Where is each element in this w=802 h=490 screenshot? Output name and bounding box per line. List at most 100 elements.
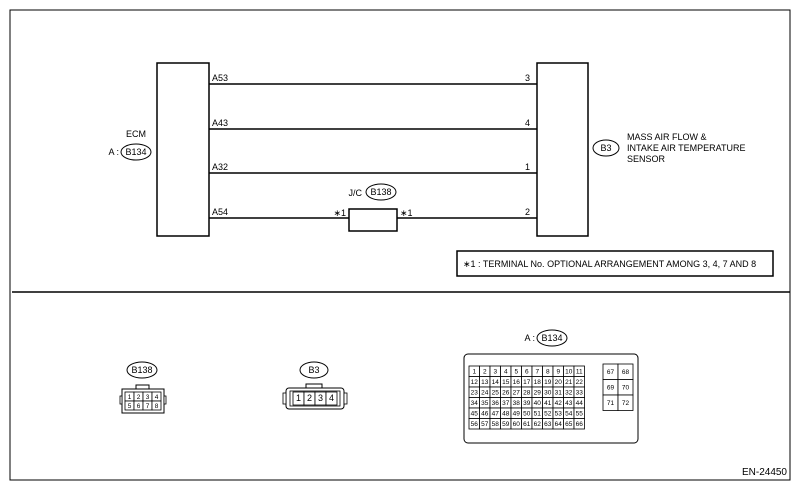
pin-number: 30	[544, 390, 552, 397]
ecm-terminal-label: A43	[212, 118, 228, 128]
pin-number: 25	[492, 390, 500, 397]
pin-number: 67	[607, 369, 615, 376]
connector-pin: 31	[552, 386, 564, 398]
pin-number: 57	[481, 421, 489, 428]
pin-number: 36	[492, 400, 500, 407]
pin-number: 55	[576, 411, 584, 418]
sensor-box	[536, 62, 589, 237]
pin-number: 43	[565, 400, 573, 407]
sensor-name-line-2: INTAKE AIR TEMPERATURE	[627, 143, 746, 153]
sensor-terminal-label: 3	[525, 73, 530, 83]
connector-pin: 14	[489, 376, 501, 388]
b134-label: B134	[541, 333, 562, 343]
pin-number: 8	[546, 369, 550, 376]
ecm-connector-oval	[120, 143, 152, 161]
b134-prefix: A :	[524, 333, 535, 343]
pin-number: 7	[146, 403, 150, 410]
connector-pin: 6	[133, 400, 144, 411]
connector-pin: 47	[489, 407, 501, 419]
connector-pin: 8	[542, 365, 554, 377]
connector-pin: 38	[510, 397, 522, 409]
pin-number: 4	[504, 369, 508, 376]
connector-pin: 23	[468, 386, 480, 398]
pin-number: 59	[502, 421, 510, 428]
connector-pin: 40	[531, 397, 543, 409]
pin-number: 5	[514, 369, 518, 376]
connector-pin: 49	[510, 407, 522, 419]
wire-4: A54 2	[209, 207, 537, 219]
connector-pin: 72	[617, 394, 634, 411]
connector-pin: 32	[563, 386, 575, 398]
pin-number: 35	[481, 400, 489, 407]
pin-number: 21	[565, 379, 573, 386]
pin-number: 10	[565, 369, 573, 376]
connector-pin: 60	[510, 418, 522, 430]
pin-number: 48	[502, 411, 510, 418]
connector-pin: 51	[531, 407, 543, 419]
pin-number: 8	[155, 403, 159, 410]
pin-number: 20	[555, 379, 563, 386]
pin-number: 1	[296, 393, 301, 403]
connector-pin: 27	[510, 386, 522, 398]
pin-number: 9	[556, 369, 560, 376]
b3-label: B3	[308, 365, 319, 375]
connector-pin: 1	[468, 365, 480, 377]
pin-number: 18	[534, 379, 542, 386]
pin-number: 46	[481, 411, 489, 418]
connector-pin: 43	[563, 397, 575, 409]
connector-pin: 7	[142, 400, 153, 411]
pin-number: 2	[307, 393, 312, 403]
connector-pin: 1	[292, 391, 305, 406]
pin-number: 5	[128, 403, 132, 410]
connector-pin: 2	[133, 391, 144, 402]
ecm-connector-label: B134	[125, 147, 146, 157]
sensor-connector-oval	[592, 139, 620, 157]
connector-pin: 50	[521, 407, 533, 419]
connector-pin: 20	[552, 376, 564, 388]
sensor-terminal-label: 2	[525, 207, 530, 217]
connector-pin: 39	[521, 397, 533, 409]
pin-number: 24	[481, 390, 489, 397]
wire-3: A32 1	[209, 162, 537, 174]
connector-pin: 34	[468, 397, 480, 409]
pin-number: 4	[155, 394, 159, 401]
pin-number: 15	[502, 379, 510, 386]
connector-pin: 71	[602, 394, 619, 411]
pin-number: 61	[523, 421, 531, 428]
pin-number: 1	[128, 394, 132, 401]
pin-number: 29	[534, 390, 542, 397]
pin-number: 32	[565, 390, 573, 397]
pin-number: 64	[555, 421, 563, 428]
pin-number: 70	[622, 385, 630, 392]
wire-1: A53 3	[209, 73, 537, 85]
connector-pin: 42	[552, 397, 564, 409]
pin-number: 39	[523, 400, 531, 407]
pin-number: 69	[607, 385, 615, 392]
ecm-connector-prefix: A :	[108, 147, 119, 157]
connector-pin: 28	[521, 386, 533, 398]
pin-number: 49	[513, 411, 521, 418]
connector-pin: 69	[602, 379, 619, 396]
pin-number: 2	[483, 369, 487, 376]
connector-pin: 41	[542, 397, 554, 409]
pin-number: 44	[576, 400, 584, 407]
sensor-name-line-3: SENSOR	[627, 154, 666, 164]
connector-pin: 9	[552, 365, 564, 377]
pin-number: 37	[502, 400, 510, 407]
pin-number: 16	[513, 379, 521, 386]
connector-pin: 70	[617, 379, 634, 396]
note-box	[456, 250, 774, 277]
pin-number: 6	[137, 403, 141, 410]
pin-number: 3	[318, 393, 323, 403]
pin-number: 34	[471, 400, 479, 407]
pin-number: 42	[555, 400, 563, 407]
connector-pin: 62	[531, 418, 543, 430]
pin-number: 56	[471, 421, 479, 428]
jc-connector-label: B138	[370, 187, 391, 197]
connector-pin: 7	[531, 365, 543, 377]
connector-pin: 67	[602, 363, 619, 380]
b3-label-oval	[299, 361, 329, 379]
